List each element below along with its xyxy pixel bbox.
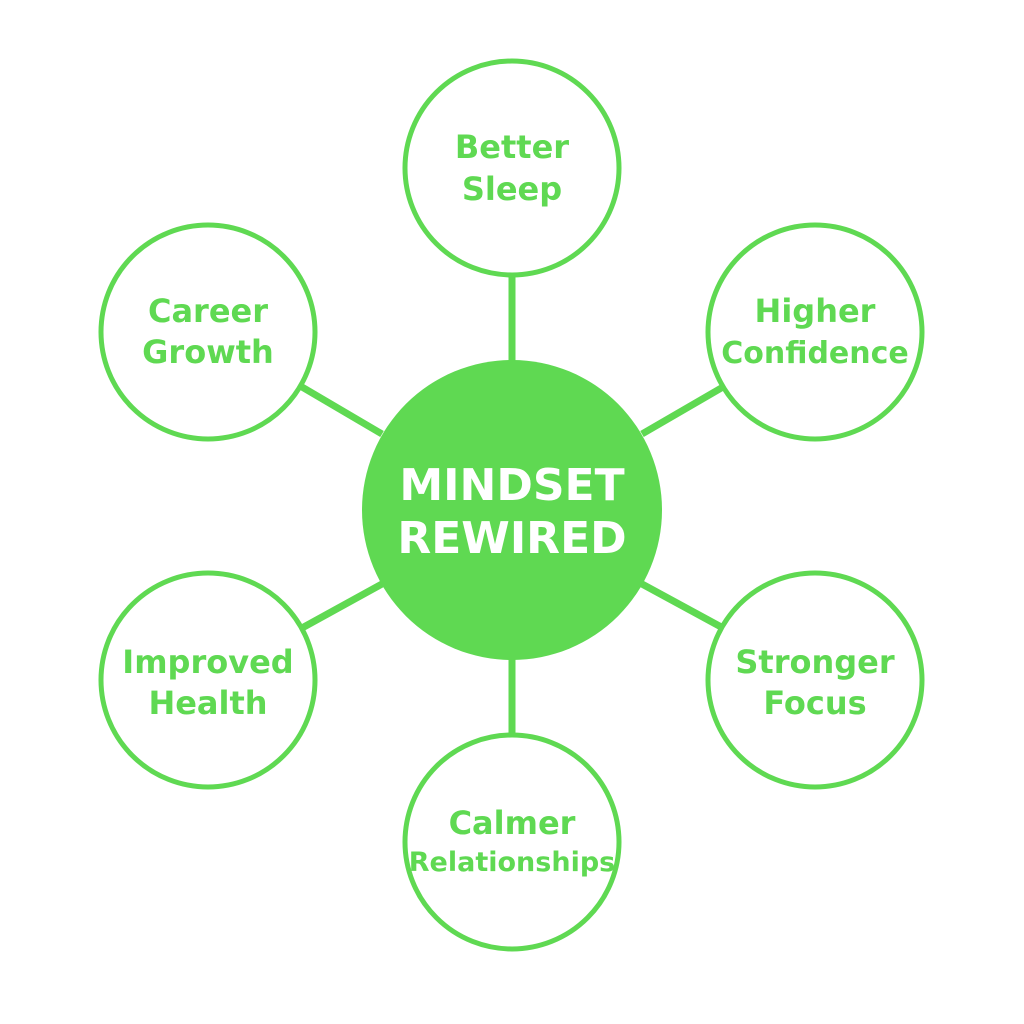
node-label-line1: Career	[148, 292, 268, 330]
node-label-line2: Confidence	[721, 336, 909, 371]
node-better-sleep: Better Sleep	[402, 58, 622, 278]
node-label-line1: Improved	[122, 643, 293, 681]
connector-lines	[300, 276, 725, 736]
node-label-line1: Calmer	[449, 804, 576, 842]
hub-circle	[362, 360, 662, 660]
node-ring	[98, 222, 318, 442]
node-label-line1: Better	[455, 128, 569, 166]
node-ring	[402, 58, 622, 278]
node-ring	[705, 570, 925, 790]
connector-higher-confidence	[640, 383, 725, 438]
node-label-line1: Stronger	[735, 643, 895, 681]
center-hub: MINDSET REWIRED	[362, 360, 662, 660]
node-higher-confidence: Higher Confidence	[705, 222, 925, 442]
node-label-line2: Relationships	[409, 847, 615, 878]
node-label-line2: Health	[148, 684, 267, 722]
node-label-line2: Sleep	[462, 170, 562, 208]
connector-improved-health	[300, 580, 384, 632]
node-stronger-focus: Stronger Focus	[705, 570, 925, 790]
node-label-line2: Growth	[142, 333, 274, 371]
node-improved-health: Improved Health	[98, 570, 318, 790]
connector-career-growth	[300, 383, 384, 438]
node-ring	[402, 732, 622, 952]
node-calmer-relationships: Calmer Relationships	[402, 732, 622, 952]
node-label-line1: Higher	[755, 292, 876, 330]
node-label-line2: Focus	[763, 684, 866, 722]
connector-stronger-focus	[640, 580, 725, 632]
node-ring	[705, 222, 925, 442]
hub-title-line2: REWIRED	[397, 513, 626, 564]
node-ring	[98, 570, 318, 790]
node-career-growth: Career Growth	[98, 222, 318, 442]
hub-title-line1: MINDSET	[399, 460, 624, 511]
